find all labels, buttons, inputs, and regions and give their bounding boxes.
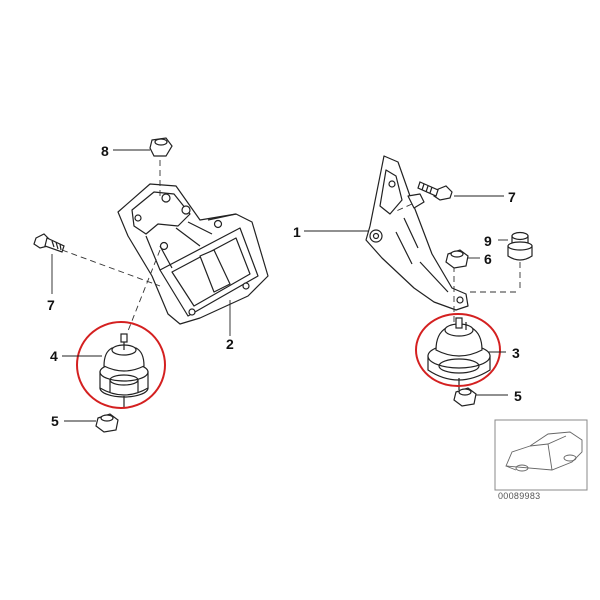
nut-5-right (453, 387, 477, 407)
nut-6 (445, 249, 469, 269)
engine-mount-4 (99, 333, 149, 408)
bolt-7-left (33, 233, 65, 253)
callout-3: 3 (512, 345, 520, 361)
nut-8 (149, 137, 173, 157)
callout-7-right: 7 (508, 189, 516, 205)
left-assembly-lines (61, 160, 161, 337)
callout-8: 8 (101, 143, 109, 159)
engine-mount-3 (427, 317, 491, 390)
callout-leaders (51, 149, 508, 422)
right-engine-bracket (365, 155, 469, 311)
callout-6: 6 (484, 251, 492, 267)
left-mount-highlight (76, 321, 166, 409)
right-assembly-lines (393, 203, 521, 322)
callout-2: 2 (226, 336, 234, 352)
spacer-9 (507, 231, 533, 261)
callout-5-left: 5 (51, 413, 59, 429)
car-thumbnail (494, 419, 588, 491)
nut-5-left (95, 413, 119, 433)
callout-1: 1 (293, 224, 301, 240)
bolt-7-right (417, 181, 453, 201)
left-engine-bracket (117, 183, 269, 325)
callout-4: 4 (50, 348, 58, 364)
right-mount-highlight (415, 313, 501, 387)
callout-7-left: 7 (47, 297, 55, 313)
thumbnail-part-number: 00089983 (498, 491, 541, 501)
callout-5-right: 5 (514, 388, 522, 404)
callout-9: 9 (484, 233, 492, 249)
